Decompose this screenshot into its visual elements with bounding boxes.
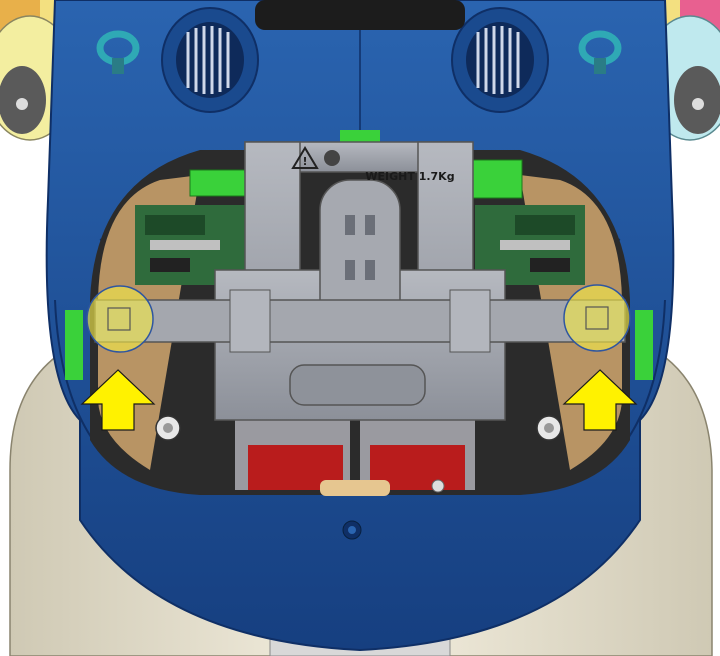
left-side-green-part bbox=[65, 310, 83, 380]
right-speaker-grille bbox=[451, 7, 549, 113]
top-dark-strip bbox=[255, 0, 465, 30]
left-mount-point-highlight bbox=[86, 285, 154, 353]
weight-label: WEIGHT 1.7Kg bbox=[365, 170, 454, 183]
left-motor bbox=[235, 420, 350, 490]
carry-handle-frame: ! bbox=[214, 141, 506, 421]
right-motor bbox=[360, 420, 475, 490]
right-lifting-ring bbox=[578, 30, 622, 74]
left-lifting-ring bbox=[96, 30, 140, 74]
right-side-green-part bbox=[635, 310, 653, 380]
right-green-connector bbox=[469, 159, 523, 199]
left-up-arrow bbox=[80, 369, 156, 431]
right-mount-point-highlight bbox=[563, 284, 631, 352]
right-up-arrow bbox=[562, 369, 638, 431]
svg-text:!: ! bbox=[302, 155, 307, 168]
horizontal-axle bbox=[94, 299, 626, 343]
left-speaker-grille bbox=[161, 7, 259, 113]
tan-bracket bbox=[320, 480, 390, 496]
left-green-connector bbox=[189, 169, 246, 197]
